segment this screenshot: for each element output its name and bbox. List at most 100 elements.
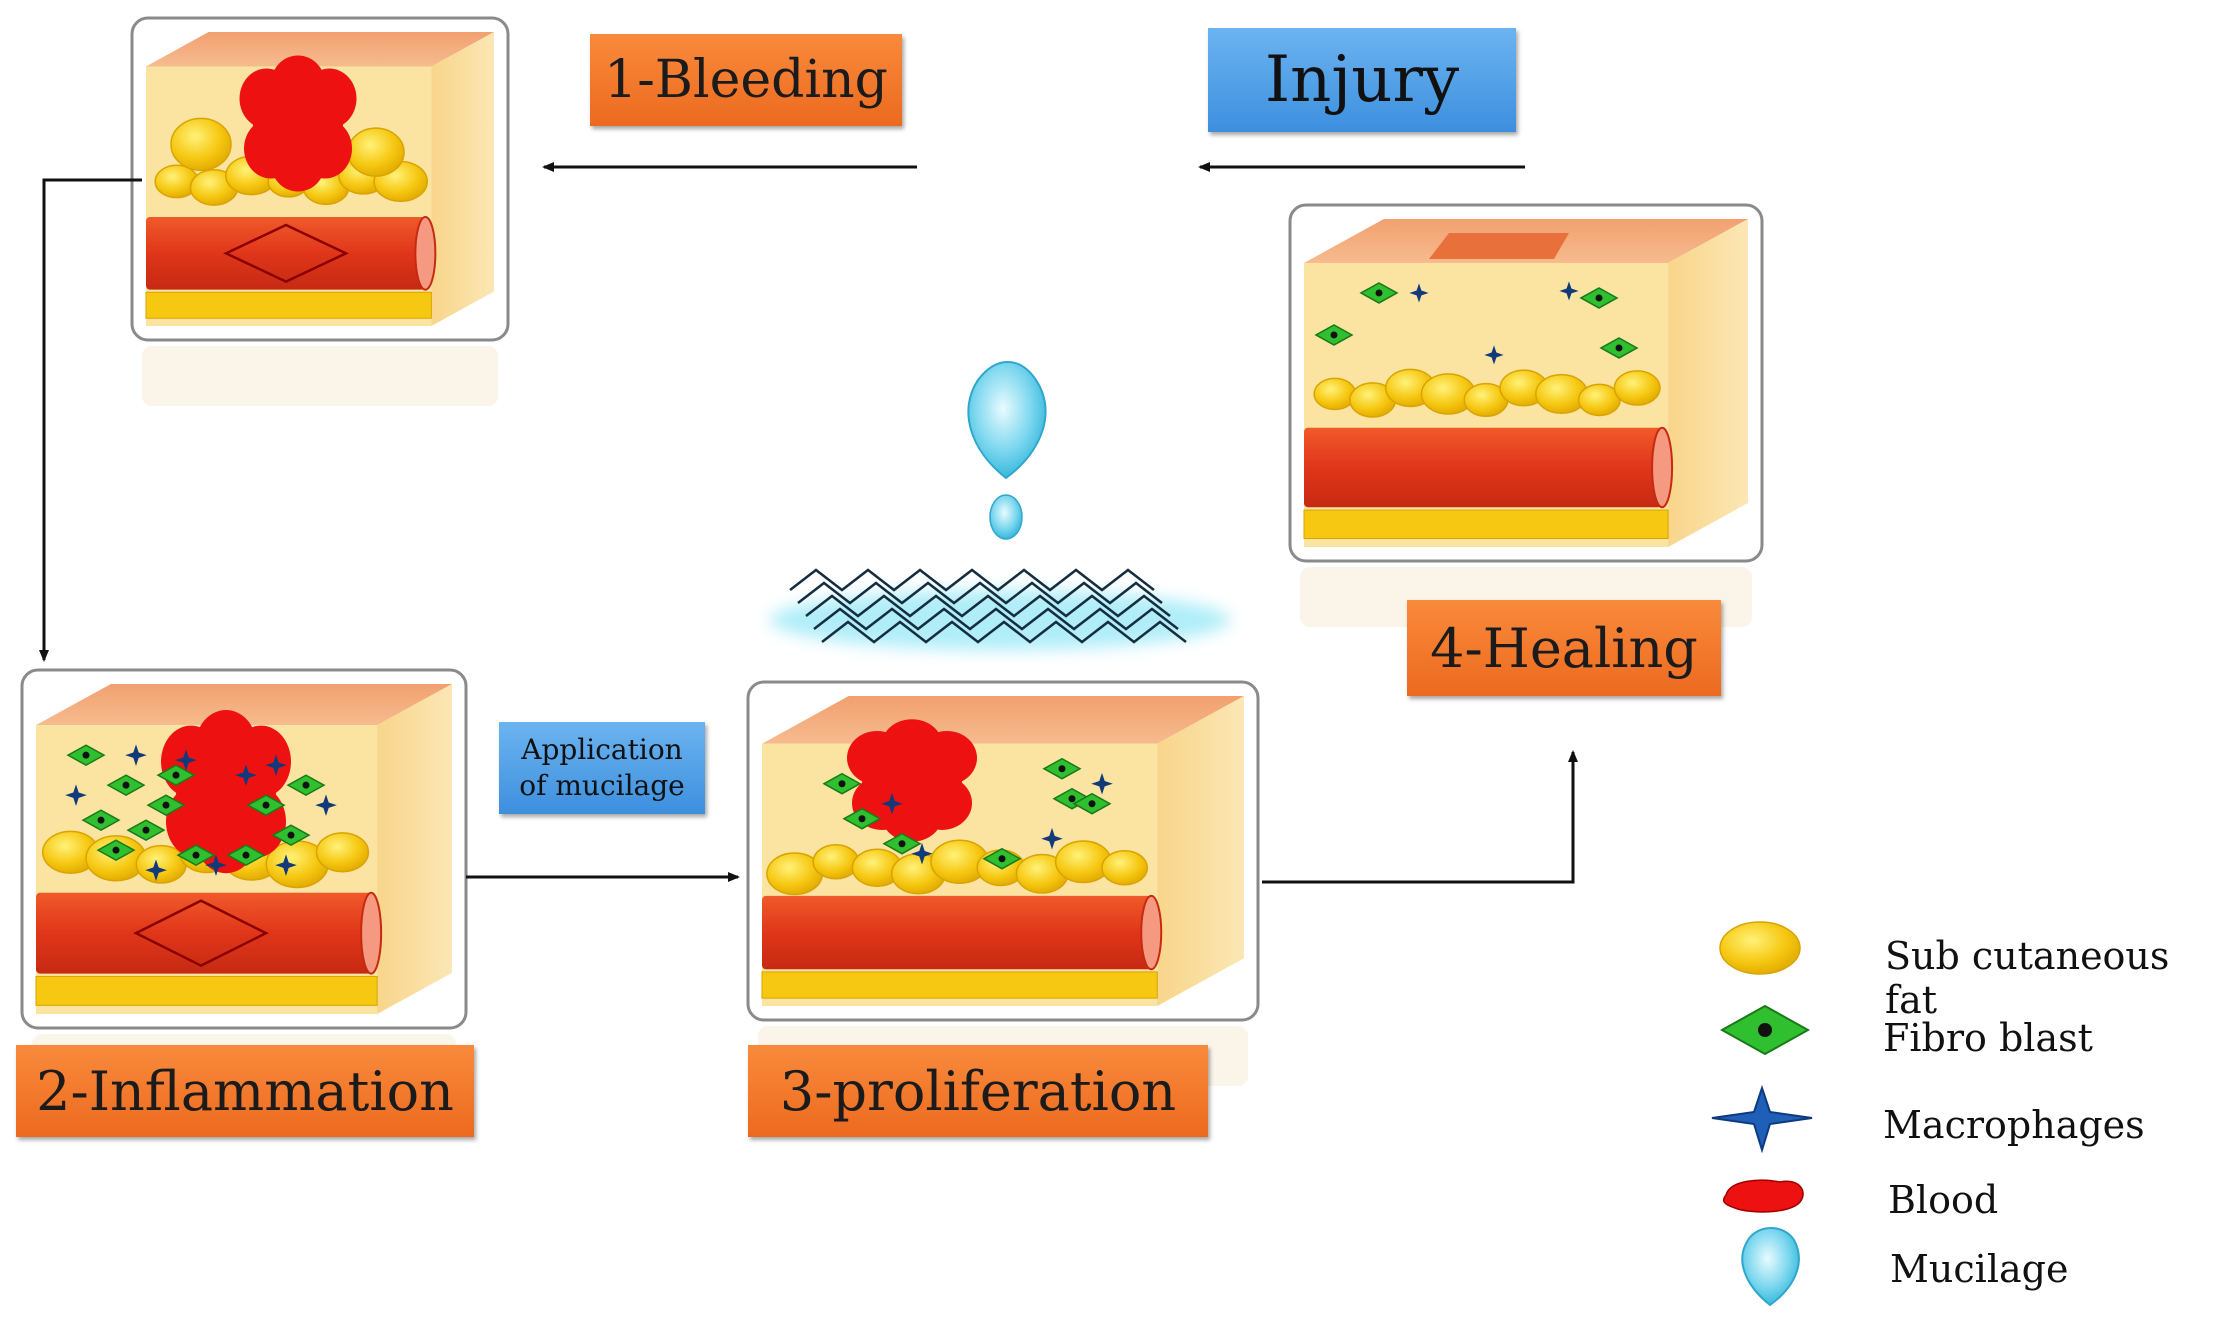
inflammation-block	[20, 668, 468, 1094]
blood-vessel	[36, 892, 372, 974]
flow-arrows	[39, 162, 1578, 884]
fibroblast-nucleus	[858, 815, 866, 823]
mucilage-mesh-line	[797, 581, 1163, 605]
tissue-side	[377, 684, 452, 1014]
fibroblast-nucleus	[302, 781, 310, 789]
macrophage-cell	[1091, 772, 1113, 795]
macrophage-cell	[125, 744, 147, 766]
tissue-side	[1668, 219, 1748, 547]
blood-clot	[271, 135, 325, 192]
mucilage-icon	[1741, 1227, 1800, 1307]
fibroblast-nucleus	[287, 831, 295, 839]
mucilage-mesh-line	[789, 568, 1155, 592]
blood-icon	[1722, 1179, 1804, 1213]
inflammation-text: 2-Inflammation	[36, 1059, 454, 1123]
fibroblast-nucleus	[1758, 1023, 1772, 1037]
macrophage-cell	[1484, 345, 1504, 365]
macrophage-cell	[175, 749, 197, 771]
tissue-side	[1157, 696, 1244, 1006]
fibroblast-nucleus	[898, 840, 906, 848]
bleeding-block	[130, 16, 510, 406]
healing-text: 4-Healing	[1430, 616, 1698, 680]
mucilage-mesh-line	[813, 607, 1179, 631]
proliferation-block	[746, 680, 1260, 1086]
fibroblast-nucleus	[1375, 289, 1383, 297]
vessel-end	[414, 215, 437, 291]
mucilage-application	[770, 361, 1230, 650]
proliferation-label: 3-proliferation	[748, 1045, 1208, 1137]
macrophage-cell	[1041, 827, 1063, 850]
vessel-wound	[223, 223, 349, 284]
base-layer	[35, 975, 378, 1006]
mucilage-drop-large	[967, 361, 1047, 480]
block-reflection	[142, 346, 498, 406]
tissue-side	[431, 32, 494, 326]
fat-cell	[1101, 849, 1149, 886]
fat-cell	[315, 832, 370, 873]
fibroblast-nucleus	[262, 801, 270, 809]
fibroblast-nucleus	[82, 751, 90, 759]
base-layer	[145, 291, 432, 319]
healing-label: 4-Healing	[1407, 600, 1721, 696]
fat-cell	[170, 117, 232, 172]
vessel-end	[1140, 894, 1163, 971]
mucilage-mesh-line	[821, 620, 1187, 644]
proliferation-text: 3-proliferation	[779, 1059, 1177, 1123]
fibroblast-nucleus	[162, 801, 170, 809]
blood-clot	[271, 55, 325, 112]
fibroblast-nucleus	[1330, 331, 1338, 339]
fibroblast-nucleus	[122, 781, 130, 789]
mucilage-drop-small	[989, 494, 1023, 540]
arrow-bleeding-to-inflammation	[39, 178, 142, 662]
base-layer	[1303, 509, 1669, 539]
fat-cell	[1313, 377, 1357, 411]
blood-vessel	[146, 216, 426, 290]
fibroblast-nucleus	[242, 851, 250, 859]
fat-icon	[1719, 921, 1801, 975]
fibroblast-nucleus	[112, 846, 120, 854]
macrophage-cell	[315, 794, 337, 816]
injury-text: Injury	[1264, 43, 1460, 117]
fibroblast-nucleus	[97, 816, 105, 824]
arrow-proliferation-to-healing	[1262, 750, 1578, 884]
fibroblast-icon	[1719, 1004, 1811, 1056]
healing-block	[1288, 203, 1764, 627]
fibroblast-nucleus	[1068, 795, 1076, 803]
vessel-end	[1651, 426, 1674, 509]
fat-cell	[1613, 370, 1661, 406]
bleeding-text: 1-Bleeding	[604, 50, 888, 110]
inflammation-label: 2-Inflammation	[16, 1045, 474, 1137]
vessel-end	[360, 891, 383, 975]
fibroblast-nucleus	[1595, 294, 1603, 302]
base-layer	[761, 971, 1158, 999]
macrophage-icon	[1711, 1084, 1813, 1154]
fibroblast-nucleus	[838, 780, 846, 788]
legend-label-blood: Blood	[1888, 1178, 1999, 1222]
macrophage-cell	[1559, 281, 1579, 301]
bleeding-label: 1-Bleeding	[590, 34, 902, 126]
fibroblast-nucleus	[172, 771, 180, 779]
skin-top	[146, 32, 494, 67]
macrophage-cell	[911, 842, 933, 865]
fat-cell	[347, 127, 405, 177]
application-text: Application of mucilage	[519, 733, 685, 802]
blood-vessel	[1304, 427, 1663, 508]
blood-vessel	[762, 895, 1152, 970]
macrophage-cell	[265, 754, 287, 776]
legend-label-fat: Sub cutaneous fat	[1885, 934, 2170, 1022]
fat-cell	[135, 844, 187, 884]
fibroblast-nucleus	[192, 851, 200, 859]
application-label: Application of mucilage	[499, 722, 705, 814]
blood-clot	[882, 719, 942, 770]
macrophage-cell	[145, 859, 167, 881]
blood-clot	[196, 710, 256, 778]
macrophage-cell	[235, 764, 257, 786]
mucilage-mesh-line	[805, 594, 1171, 618]
macrophage-cell	[205, 854, 227, 876]
legend-label-mucilage: Mucilage	[1890, 1247, 2069, 1291]
fibroblast-nucleus	[1615, 344, 1623, 352]
injury-label: Injury	[1208, 28, 1516, 132]
legend-label-fibroblast: Fibro blast	[1883, 1016, 2093, 1060]
vessel-wound	[133, 899, 269, 967]
macrophage-cell	[275, 854, 297, 876]
